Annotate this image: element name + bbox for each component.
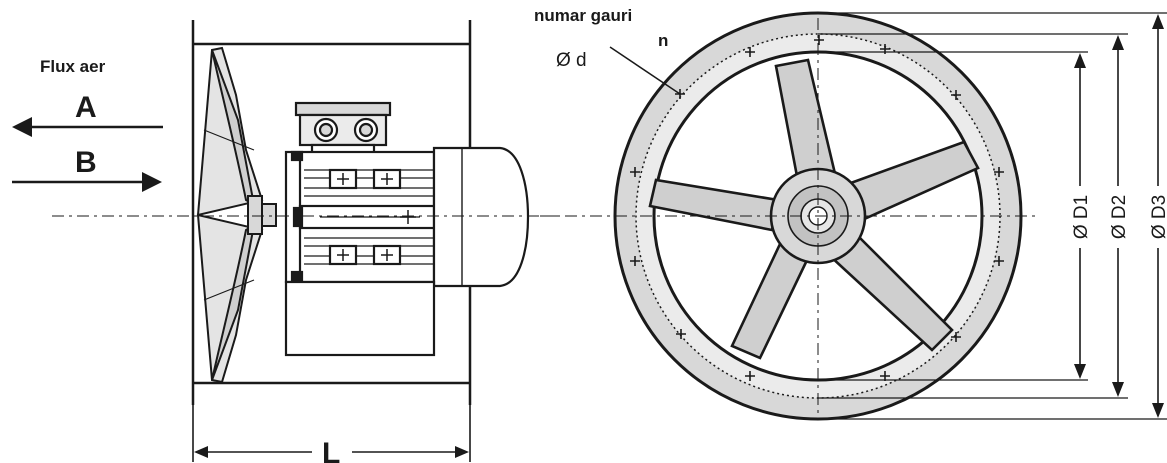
holes-count-title: numar gauri (534, 6, 632, 25)
holes-count-symbol: n (658, 31, 668, 50)
direction-a-label: A (75, 91, 97, 124)
bolt-holes (630, 35, 1004, 381)
side-view (52, 20, 560, 462)
dimension-extensions (818, 12, 1167, 420)
motor (284, 101, 530, 357)
impeller-blades (648, 58, 980, 360)
hole-diameter-label: Ø d (556, 50, 587, 71)
length-label: L (322, 437, 340, 463)
impeller-side (196, 46, 277, 384)
dimension-d2 (1112, 35, 1124, 397)
holes-leader-line (609, 46, 681, 95)
diameter-d3-label: Ø D3 (1149, 195, 1167, 239)
airflow-title: Flux aer (40, 57, 106, 76)
dimension-d1 (1074, 53, 1086, 379)
dimension-d3 (1152, 14, 1164, 418)
diameter-d1-label: Ø D1 (1071, 195, 1092, 239)
arrow-right-icon (12, 172, 162, 192)
airflow-legend: Flux aer A B (12, 57, 163, 192)
arrow-left-icon (12, 117, 163, 137)
diameter-d2-label: Ø D2 (1109, 195, 1130, 239)
length-dimension (192, 405, 471, 462)
direction-b-label: B (75, 146, 97, 179)
front-view (540, 11, 1167, 421)
